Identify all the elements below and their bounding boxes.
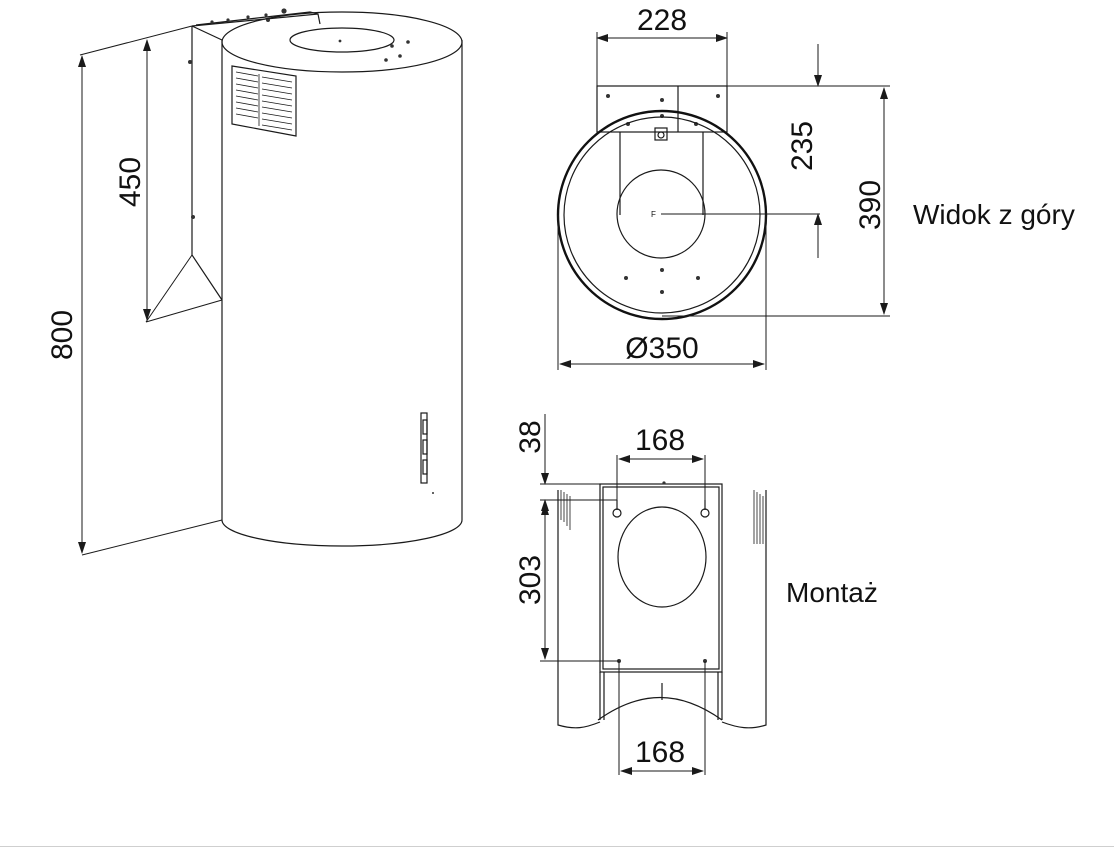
side-vents: [560, 490, 764, 544]
control-panel: [420, 412, 434, 494]
dim-bracket-height: 450: [114, 157, 147, 207]
dim-mount-width-top: 168: [635, 424, 685, 457]
dim-mount-offset: 38: [514, 420, 547, 453]
vent-grille: [231, 65, 297, 137]
dim-overall-height: 800: [46, 310, 79, 360]
mounting-caption: Montaż: [786, 577, 878, 608]
dim-diameter: Ø350: [625, 332, 698, 365]
dim-top-depth-bracket: 235: [786, 121, 819, 171]
dim-top-width: 228: [637, 4, 687, 37]
dim-mount-width-bottom: 168: [635, 736, 685, 769]
hood-3d-view: 450 800: [46, 8, 463, 556]
center-mark: F: [651, 210, 656, 219]
dim-top-depth-total: 390: [854, 180, 887, 230]
top-view: F 228 235 390 Ø350 Widok z góry: [556, 4, 1075, 370]
mounting-view: 38 303 168 168 Montaż: [514, 414, 878, 775]
bottom-divider: [0, 846, 1114, 847]
dim-mount-vertical: 303: [514, 555, 547, 605]
top-view-caption: Widok z góry: [913, 199, 1075, 230]
